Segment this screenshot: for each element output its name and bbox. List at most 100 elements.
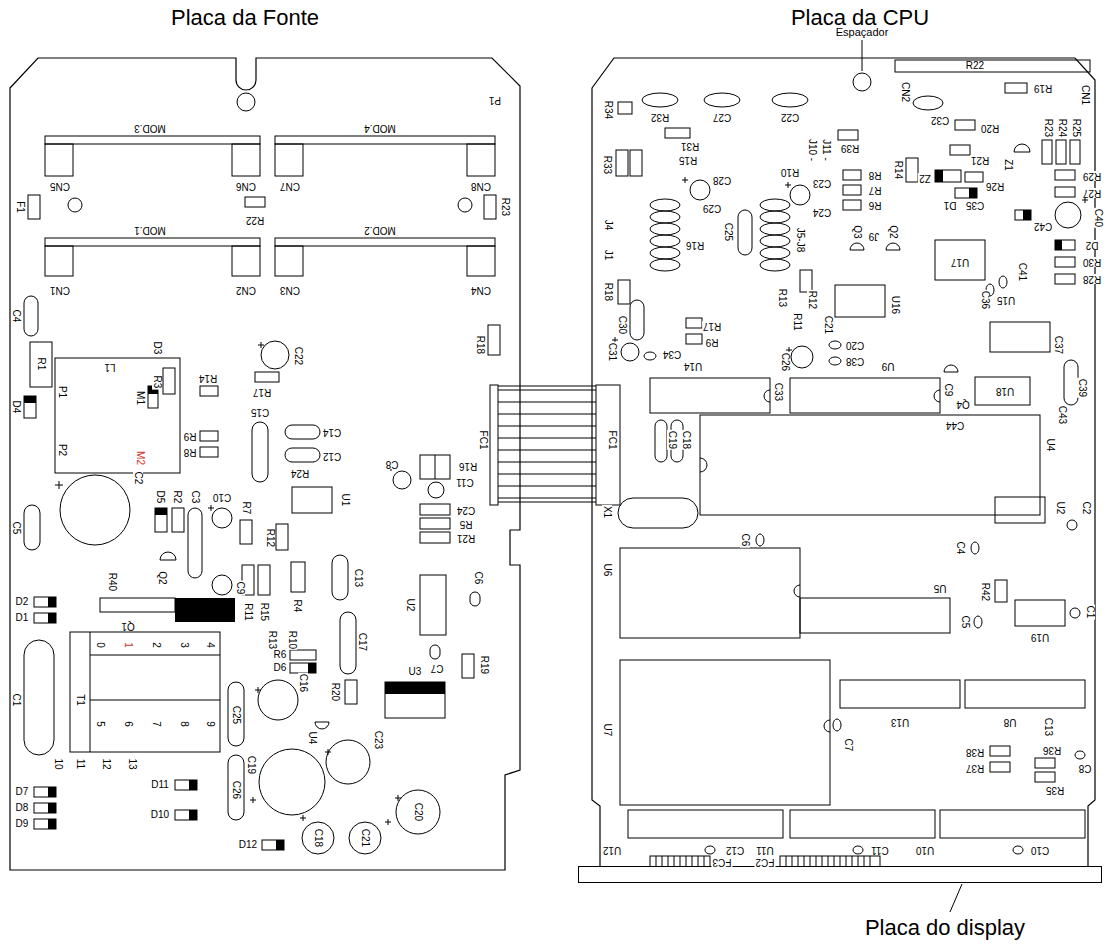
transformer-symbol	[70, 632, 220, 752]
diode-symbol	[155, 508, 167, 532]
part-label: C9	[235, 581, 245, 596]
part-label: C28	[712, 175, 732, 185]
capacitor-symbol	[760, 199, 790, 211]
capacitor-symbol	[285, 425, 320, 439]
part-label: C3	[190, 490, 200, 505]
part-label: C22	[780, 112, 800, 122]
diode-symbol	[175, 780, 197, 790]
resistor-symbol	[843, 185, 861, 195]
part-label: MOD.4	[363, 123, 397, 133]
resistor-symbol	[291, 562, 305, 592]
resistor-symbol	[200, 386, 218, 396]
connector	[275, 136, 495, 144]
part-label: R5	[459, 519, 474, 529]
capacitor-symbol	[1064, 360, 1078, 405]
part-label: C26	[231, 780, 241, 800]
part-label: C4	[955, 541, 965, 556]
ic-package	[620, 660, 830, 805]
part-label: D9	[15, 819, 30, 829]
part-label: Q2	[888, 224, 898, 239]
ic-package	[764, 390, 770, 402]
transistor-symbol	[850, 243, 864, 250]
part-label: P1	[488, 95, 502, 105]
capacitor-symbol	[212, 508, 232, 528]
resistor-symbol	[1055, 274, 1075, 284]
part-label: C12	[725, 845, 745, 855]
diode-band	[1055, 240, 1062, 250]
resistor-symbol	[630, 150, 642, 176]
part-label: CN2	[235, 285, 257, 295]
ic-package	[995, 497, 1045, 523]
part-label: FC2	[755, 857, 776, 867]
capacitor-symbol	[430, 645, 440, 659]
connector	[45, 136, 620, 505]
diode-band	[175, 598, 235, 622]
diode-band	[189, 780, 197, 790]
part-label: C13	[1043, 717, 1053, 737]
inductor-area	[55, 358, 180, 473]
part-label: D3	[152, 341, 162, 356]
part-label: 0	[95, 641, 105, 649]
part-label: CN6	[235, 181, 257, 191]
ic-package	[700, 415, 1040, 515]
ic-package	[940, 810, 1085, 838]
part-label: R29	[1082, 171, 1102, 181]
ic-package	[700, 458, 707, 472]
capacitor-symbol	[24, 296, 38, 336]
part-label: D5	[155, 490, 165, 505]
capacitor-symbol	[760, 247, 790, 259]
connector	[232, 144, 260, 176]
leader-line	[862, 40, 962, 912]
part-label: C16	[298, 673, 308, 693]
part-label: R6	[273, 650, 288, 660]
part-label: R11	[243, 602, 253, 622]
part-label: U1	[340, 493, 350, 508]
resistor-symbol	[1070, 140, 1080, 164]
part-label: C9	[943, 383, 953, 398]
part-label: R9	[705, 337, 720, 347]
resistor-symbol	[618, 280, 630, 304]
capacitor-symbol	[790, 185, 810, 205]
resistor-symbol	[28, 195, 40, 219]
capacitor-symbol	[791, 346, 813, 368]
resistor-symbol	[616, 150, 628, 176]
part-label: R18	[603, 282, 613, 302]
capacitor-symbol	[340, 612, 356, 674]
part-label: U13	[890, 717, 910, 727]
display-bar	[579, 867, 1102, 883]
ic-package	[835, 285, 885, 317]
part-label: C23	[373, 730, 383, 750]
part-label: R38	[965, 747, 985, 757]
resistor-symbol	[686, 318, 702, 328]
capacitor-symbol	[999, 276, 1007, 288]
part-label: R25	[1071, 118, 1081, 138]
ic-package	[790, 810, 935, 838]
resistor-symbol	[30, 342, 52, 387]
capacitor-symbol	[642, 93, 678, 107]
part-label: C37	[1053, 335, 1063, 355]
part-label: D1	[15, 613, 30, 623]
resistor-symbol	[1035, 758, 1055, 768]
part-label: R17	[702, 321, 722, 331]
resistor-symbol	[420, 532, 450, 543]
part-label: C19	[246, 755, 256, 775]
part-label: CN7	[279, 181, 301, 191]
connector	[45, 238, 260, 246]
capacitor-symbol	[650, 223, 680, 235]
ic-package	[934, 390, 940, 402]
part-label: 4	[205, 641, 215, 649]
diode-symbol	[24, 396, 36, 418]
part-label: R37	[965, 763, 985, 773]
part-label: R10	[780, 167, 800, 177]
part-label: R17	[252, 387, 272, 397]
part-label: C7	[430, 663, 445, 673]
part-label: M2	[135, 450, 145, 466]
mounting-hole	[237, 93, 255, 111]
diode-symbol	[262, 840, 284, 850]
capacitor-symbol	[704, 93, 740, 107]
part-label: U12	[602, 845, 622, 855]
part-label: CN4	[470, 285, 492, 295]
ic-package	[794, 585, 800, 597]
part-label: C43	[1057, 405, 1067, 425]
